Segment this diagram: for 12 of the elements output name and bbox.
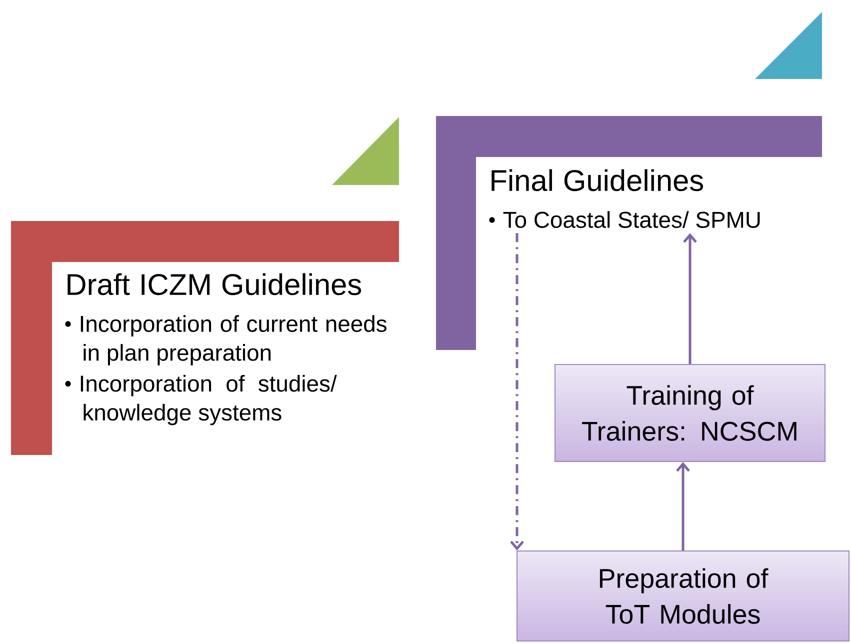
heading: Draft ICZM Guidelines (68, 273, 362, 296)
box-label: Preparation of ToT Modules (600, 568, 768, 624)
arrow (510, 233, 524, 550)
process-box (516, 550, 850, 642)
bullet-item: Incorporation of current needs in plan preparation (80, 315, 386, 366)
arrow (676, 462, 690, 550)
bullet-item: Incorporation of studies/ knowledge systems (80, 374, 337, 426)
process-box (554, 364, 826, 462)
heading: Final Guidelines (492, 169, 704, 192)
bullet-item: To Coastal States/ SPMU (503, 211, 760, 228)
box-label: Training of Trainers: NCSCM (582, 385, 796, 441)
arrow (683, 233, 697, 364)
